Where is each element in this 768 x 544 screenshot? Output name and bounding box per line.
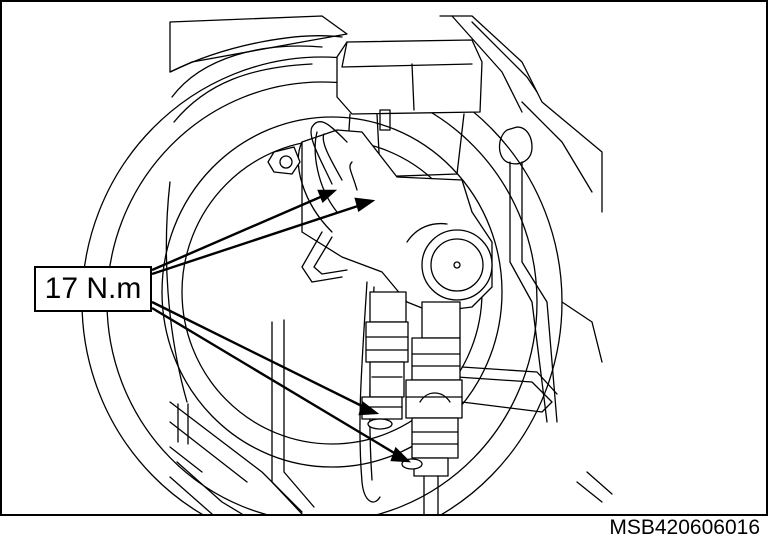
support-bracket [439,15,613,503]
arrowhead-lower-right [390,446,412,463]
figure-id-label: MSB420606016 [609,516,760,539]
arrowhead-upper-left [317,189,338,204]
fluid-reservoir [336,39,483,178]
leader-line-upper-left [151,190,333,272]
brake-master-cylinder-illustration [81,15,613,514]
brake-line-fitting-secondary [401,301,463,514]
leader-line-upper-right [151,200,371,276]
callout-leader-lines [151,189,412,463]
torque-callout: 17 N.m [34,266,152,312]
master-cylinder [297,129,493,313]
mounting-nut [267,146,301,175]
arrowhead-lower-left [358,400,380,416]
arrowhead-upper-right [354,197,376,212]
brake-line-fitting-primary [361,291,409,430]
leader-line-lower-left [151,300,375,414]
diagram-frame: 17 N.m [0,0,768,516]
leader-line-lower-right [151,306,407,462]
